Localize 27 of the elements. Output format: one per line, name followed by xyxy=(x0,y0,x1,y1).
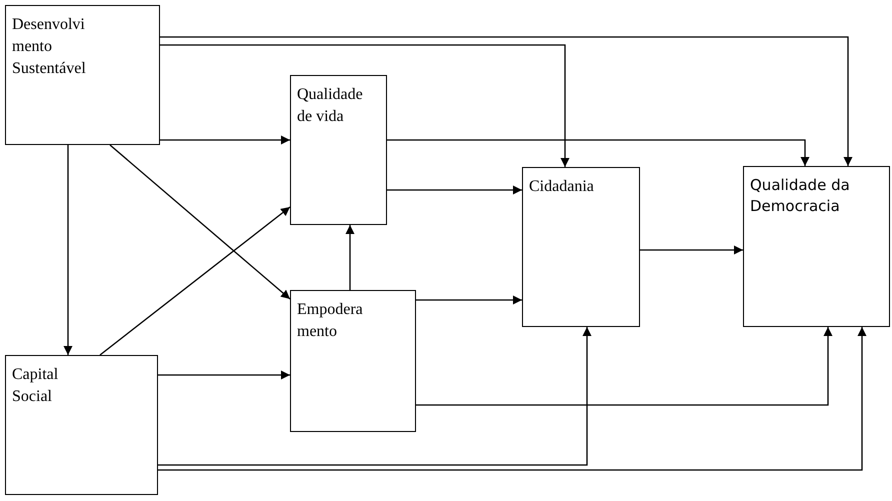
concept-box xyxy=(5,5,160,145)
arrow xyxy=(416,327,832,406)
node-label: Qualidade da Democracia xyxy=(750,175,851,217)
node-label: Desenvolvi mento Sustentável xyxy=(12,15,87,79)
concept-box xyxy=(290,75,387,225)
arrow xyxy=(160,136,290,144)
arrow xyxy=(416,296,522,304)
concept-box xyxy=(290,290,416,432)
concept-box xyxy=(522,167,640,327)
arrow xyxy=(100,206,290,356)
concept-box xyxy=(743,166,890,327)
arrow xyxy=(640,246,743,254)
arrow xyxy=(346,225,354,290)
node-label: Capital Social xyxy=(12,365,60,407)
node-label: Qualidade de vida xyxy=(297,85,364,127)
node-label: Empodera mento xyxy=(297,300,364,342)
arrow xyxy=(387,186,522,194)
arrow xyxy=(387,139,810,166)
arrow xyxy=(158,327,866,471)
arrow xyxy=(160,44,570,167)
arrow xyxy=(64,145,72,355)
arrow xyxy=(160,36,852,166)
arrow xyxy=(158,370,290,380)
node-label: Cidadania xyxy=(529,177,595,197)
concept-box xyxy=(5,355,158,495)
arrow xyxy=(110,144,290,300)
arrow xyxy=(158,327,592,466)
